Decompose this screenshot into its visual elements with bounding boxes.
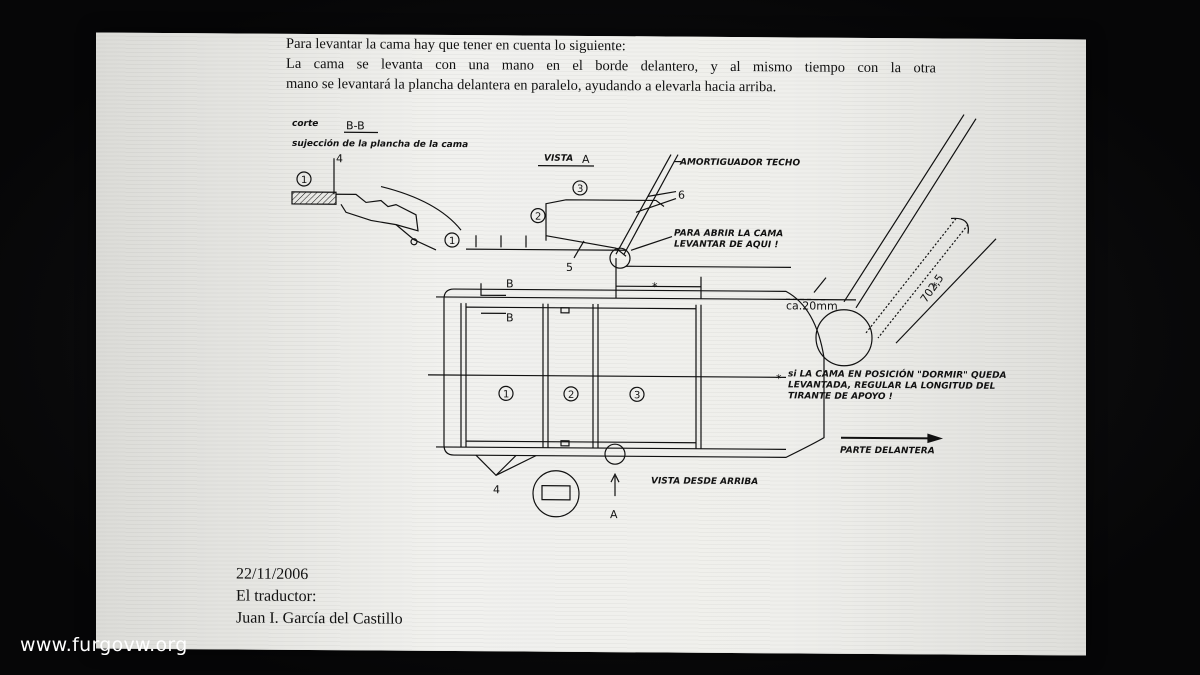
top-view-label: VISTA DESDE ARRIBA <box>651 476 758 487</box>
translator-label: El traductor: <box>236 587 317 606</box>
bed-panel-1 <box>498 385 514 402</box>
bed-panel-3 <box>629 386 645 402</box>
svg-text:2: 2 <box>568 390 574 401</box>
translator-credit: 22/11/2006 El traductor: Juan I. García … <box>236 564 403 631</box>
bed-panel-2 <box>563 386 579 402</box>
note-line-2: LEVANTADA, REGULAR LA LONGITUD DEL <box>788 380 996 391</box>
translation-date: 22/11/2006 <box>236 565 309 584</box>
view-label: VISTA <box>544 154 573 164</box>
section-marker-b-2: B <box>506 311 514 324</box>
svg-text:2: 2 <box>535 212 541 223</box>
svg-text:3: 3 <box>577 184 583 195</box>
part-circle-3-view <box>572 180 588 196</box>
star-marker-side: * <box>776 372 782 385</box>
svg-text:1: 1 <box>301 175 307 186</box>
dimension-label: ca.20mm <box>786 299 838 312</box>
view-marker-a: A <box>610 508 618 521</box>
svg-text:1: 1 <box>449 236 455 247</box>
bed-mechanism-drawing: corte B-B sujección de la plancha de la … <box>291 114 1007 521</box>
part-circle-1-view <box>444 232 460 248</box>
part-number-4-top: 4 <box>336 152 343 165</box>
note-line-3: TIRANTE DE APOYO ! <box>788 391 893 402</box>
part-circle-1-section <box>296 171 312 187</box>
open-bed-label-1: PARA ABRIR LA CAMA <box>674 229 783 240</box>
svg-text:3: 3 <box>634 390 640 401</box>
part-number-5: 5 <box>566 261 573 274</box>
note-line-1: si LA CAMA EN POSICIÓN "DORMIR" QUEDA <box>788 367 1007 381</box>
section-name: B-B <box>346 119 365 132</box>
star-marker-right: * <box>932 280 938 293</box>
section-caption: sujección de la plancha de la cama <box>292 138 468 150</box>
translator-name: Juan I. García del Castillo <box>236 609 403 628</box>
section-marker-b-1: B <box>506 277 514 290</box>
section-label: corte <box>292 119 318 129</box>
front-direction-label: PARTE DELANTERA <box>840 446 935 457</box>
view-letter: A <box>582 153 590 166</box>
part-number-4-bottom: 4 <box>493 483 500 496</box>
shock-absorber-label: AMORTIGUADOR TECHO <box>679 158 800 169</box>
svg-text:1: 1 <box>503 389 509 400</box>
part-number-6: 6 <box>678 189 685 202</box>
scanned-document: Para levantar la cama hay que tener en c… <box>96 32 1086 656</box>
part-circle-2-view <box>530 208 546 224</box>
open-bed-label-2: LEVANTAR DE AQUI ! <box>674 240 778 251</box>
star-marker-top: * <box>652 280 658 293</box>
site-watermark: www.furgovw.org <box>20 634 188 656</box>
